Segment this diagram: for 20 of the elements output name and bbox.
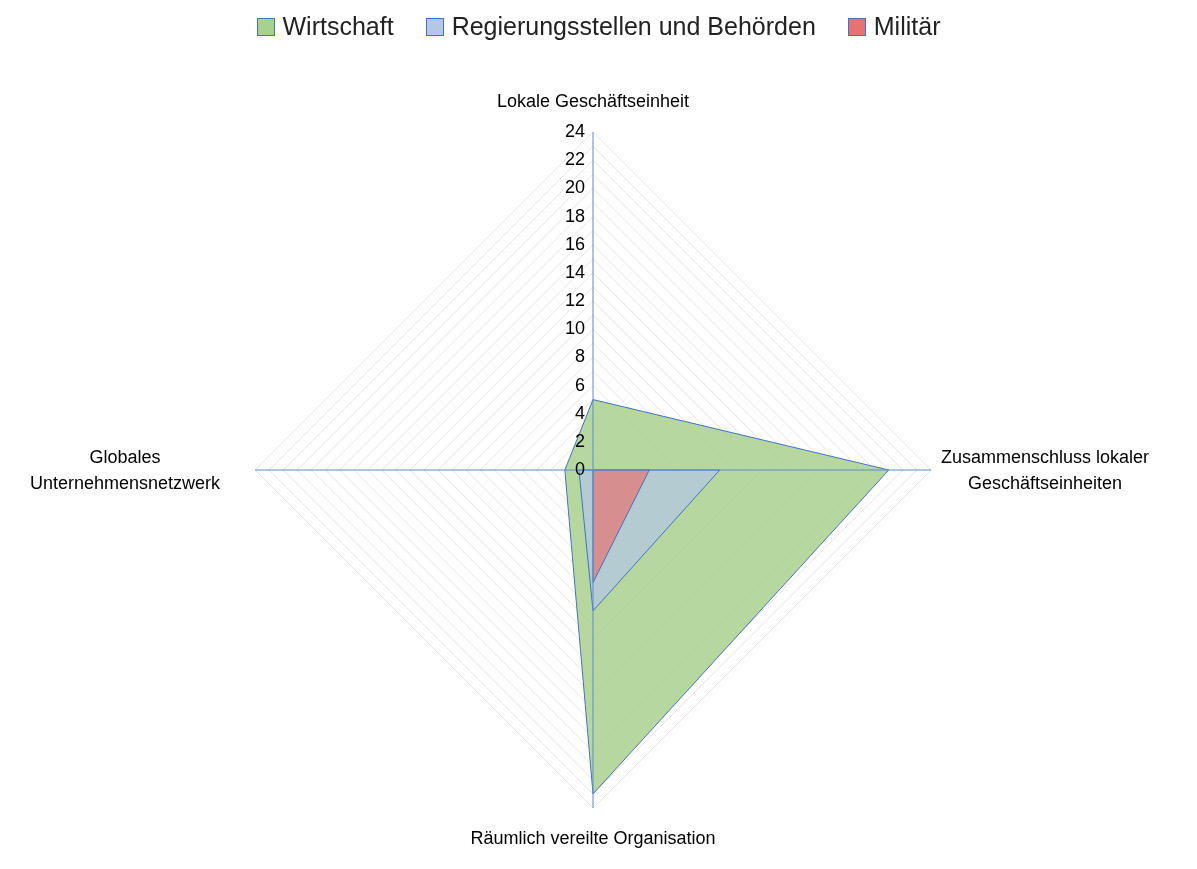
tick-label: 16	[563, 234, 585, 253]
axis-label: Zusammenschluss lokaler Geschäftseinheiten	[939, 446, 1151, 495]
tick-label: 24	[563, 122, 585, 140]
tick-label: 18	[563, 206, 585, 225]
tick-label: 14	[563, 262, 585, 281]
axis-label: Globales Unternehmensnetzwerk	[28, 446, 222, 495]
tick-label: 0	[574, 460, 585, 478]
tick-label: 20	[563, 178, 585, 197]
tick-label: 12	[563, 291, 585, 309]
tick-label: 8	[574, 347, 585, 366]
legend-label: Militär	[873, 11, 941, 42]
axis-label: Lokale Geschäftseinheit	[495, 90, 691, 113]
tick-label: 2	[574, 431, 585, 450]
tick-label: 22	[563, 150, 585, 169]
tick-label: 4	[574, 403, 585, 422]
tick-label: 6	[574, 375, 585, 394]
legend-label: Wirtschaft	[282, 11, 394, 42]
tick-label: 10	[563, 319, 585, 338]
legend-label: Regierungsstellen und Behörden	[451, 11, 816, 42]
axis-label: Räumlich vereilte Organisation	[469, 827, 717, 850]
